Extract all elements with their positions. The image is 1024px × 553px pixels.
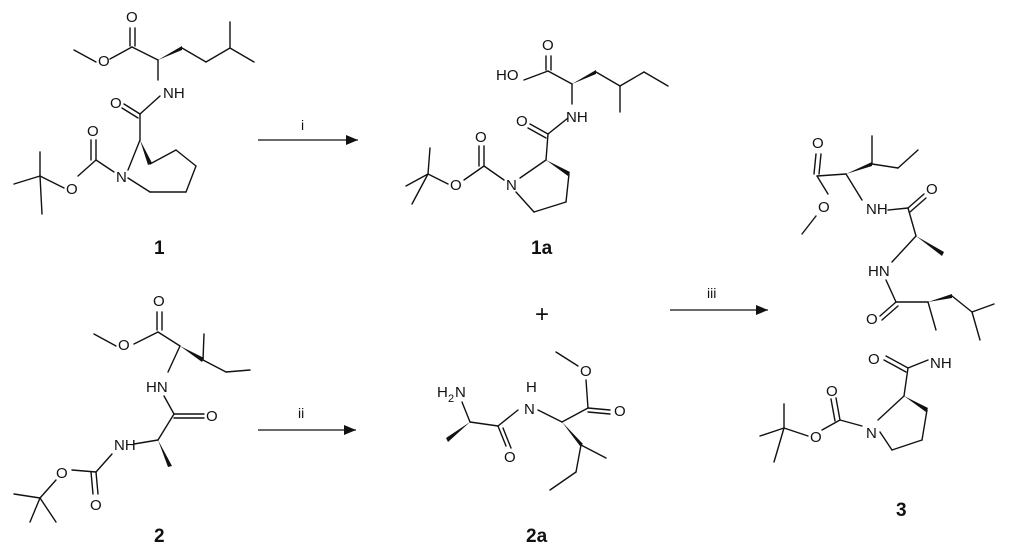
atom-label: O (812, 135, 824, 152)
compound-1a-structure: O HO NH O N O O (405, 37, 669, 213)
atom-label: N (524, 401, 535, 418)
atom-label: O (926, 181, 938, 198)
atom-label: N (455, 384, 466, 401)
atom-label: N (506, 177, 517, 194)
atom-label: O (98, 53, 110, 70)
atom-label: O (826, 383, 838, 400)
atom-label: O (206, 408, 218, 425)
atom-label: O (450, 177, 462, 194)
atom-label: NH (930, 355, 952, 372)
atom-label: NH (566, 109, 588, 126)
compound-number-1: 1 (154, 238, 165, 259)
atom-label: O (110, 95, 122, 112)
atom-label: H (526, 379, 537, 396)
condition-i: i (301, 117, 304, 133)
atom-label: NH (866, 201, 888, 218)
arrowhead (344, 425, 356, 435)
compound-number-3: 3 (896, 500, 907, 521)
compound-3-structure: O O NH O HN O NH O (759, 135, 995, 463)
compound-number-2: 2 (154, 526, 165, 547)
arrowhead (346, 135, 358, 145)
compound-number-1a: 1a (531, 238, 553, 259)
atom-label: O (580, 363, 592, 380)
atom-label: O (153, 293, 165, 310)
atom-label: N (116, 169, 127, 186)
atom-label: HN (868, 263, 890, 280)
atom-label: O (614, 403, 626, 420)
atom-label: O (818, 199, 830, 216)
atom-label: O (90, 497, 102, 514)
atom-label: O (118, 337, 130, 354)
compound-1-structure: O O NH O N O O (13, 9, 255, 215)
atom-label: O (542, 37, 554, 54)
atom-label: O (516, 113, 528, 130)
atom-label: O (56, 465, 68, 482)
compound-2a-structure: H 2 N O H N O O (437, 351, 626, 491)
atom-label: NH (114, 437, 136, 454)
atom-label: O (866, 311, 878, 328)
atom-label: O (66, 181, 78, 198)
atom-label: H (437, 384, 448, 401)
condition-ii: ii (298, 405, 304, 421)
atom-label: O (126, 9, 138, 26)
atom-label: N (866, 425, 877, 442)
compound-number-2a: 2a (526, 526, 548, 547)
atom-label: O (868, 351, 880, 368)
compound-2-structure: O O HN O NH O O (13, 293, 251, 523)
atom-label: O (810, 429, 822, 446)
atom-label: O (504, 449, 516, 466)
atom-label: O (87, 123, 99, 140)
plus-sign: + (535, 301, 549, 328)
atom-label: HN (146, 379, 168, 396)
atom-label: O (475, 129, 487, 146)
atom-label: NH (163, 85, 185, 102)
arrowhead (756, 305, 768, 315)
atom-label: HO (496, 67, 519, 84)
condition-iii: iii (707, 285, 716, 301)
atom-label: 2 (448, 393, 454, 405)
